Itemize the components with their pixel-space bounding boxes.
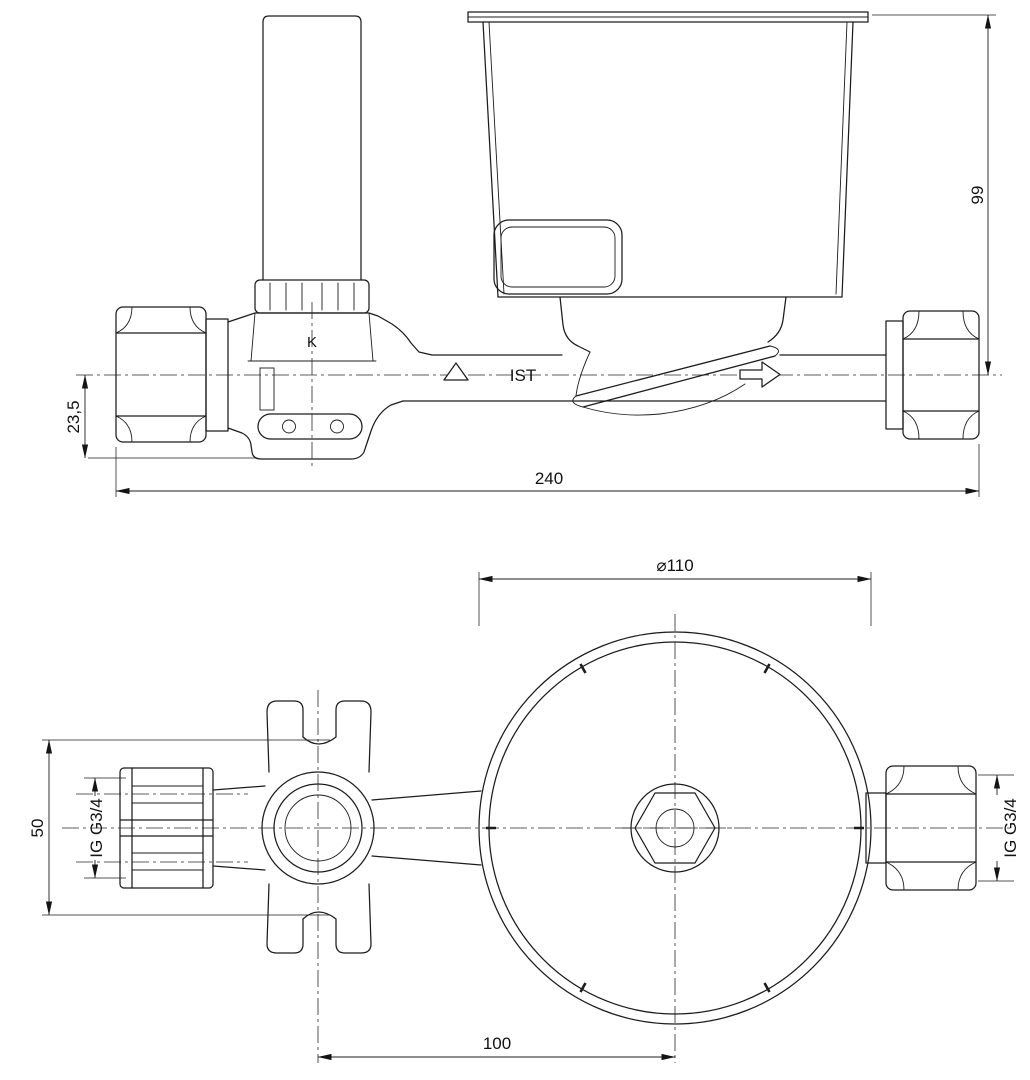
bottom-view-dimensions: ⌀110 50 IG G3/4 IG G3/4 100 [28,556,1020,1061]
dim-offset-left-label: 23,5 [64,400,83,433]
left-union-nut [115,306,229,443]
marking-k-label: K [307,334,317,351]
valve-body-casting: K [227,312,433,460]
top-view: K IST [64,11,1002,497]
left-thread-block [119,767,266,889]
top-view-centerlines [76,302,1002,468]
dim-center-distance-label: 100 [483,1034,511,1053]
protection-cap [254,15,370,314]
dim-height-right-label: 99 [968,186,987,205]
flow-triangle-icon [443,362,469,381]
thread-right-label: IG G3/4 [1001,798,1020,858]
left-valve-boss [261,700,482,954]
flow-arrow-icon [739,361,781,388]
thread-left-label: IG G3/4 [87,798,106,858]
right-hex-nut [865,765,977,891]
top-view-dimensions: 99 23,5 240 [64,14,996,497]
tube-body [402,354,887,402]
funnel-cup [467,11,869,416]
cover-plate [478,631,872,1025]
dim-total-length-label: 240 [535,469,563,488]
dim-diameter-label: ⌀110 [656,556,693,575]
right-union-nut [885,310,980,440]
dim-height-left-label: 50 [28,819,47,838]
marking-ist-label: IST [510,366,536,385]
plate-tick-marks [486,663,864,993]
flow-symbols: IST [443,361,781,388]
bottom-view: ⌀110 50 IG G3/4 IG G3/4 100 [28,556,1020,1063]
